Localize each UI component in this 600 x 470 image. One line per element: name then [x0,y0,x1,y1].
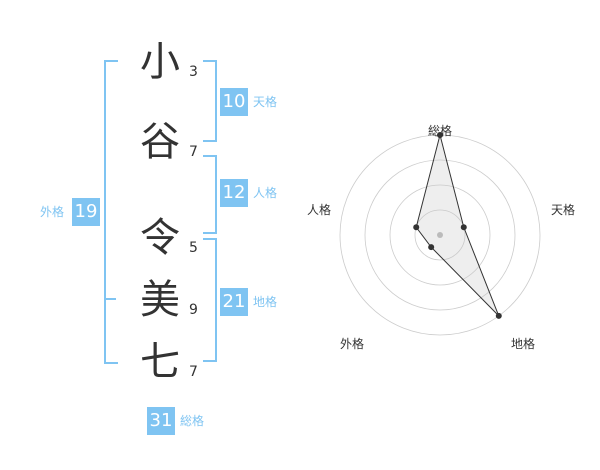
stroke-count-3: 5 [189,240,198,256]
radar-point-4 [413,224,420,231]
name-char-2: 谷 [140,119,180,165]
chikaku-bracket [203,238,217,362]
radar-axis-label-tenkaku: 天格 [550,203,575,217]
radar-point-2 [495,312,502,319]
radar-ring-2 [389,184,491,286]
radar-center [437,232,443,238]
jinkaku-value: 12 [220,179,248,207]
chikaku-value: 21 [220,288,248,316]
gaikaku-label: 外格 [40,205,65,219]
radar-axis-label-soukaku: 総格 [427,124,452,138]
name-char-3: 令 [140,215,180,261]
radar-point-3 [428,244,435,251]
jinkaku-bracket [203,155,217,234]
tenkaku-label: 天格 [253,95,278,109]
radar-ring-3 [364,159,516,311]
jinkaku-label: 人格 [253,186,278,200]
outer-bracket-split [104,298,116,300]
radar-ring-1 [414,209,466,261]
radar-axis-label-jinkaku: 人格 [306,203,331,217]
stroke-count-1: 3 [189,64,198,80]
radar-axis-label-gaikaku: 外格 [339,337,364,351]
soukaku-value: 31 [147,407,175,435]
radar-point-0 [437,132,443,138]
radar-polygon [415,134,500,317]
chikaku-label: 地格 [253,295,278,309]
name-char-1: 小 [140,39,180,85]
stroke-count-5: 7 [189,364,198,380]
tenkaku-value: 10 [220,88,248,116]
outer-bracket [104,60,118,364]
radar-point-1 [460,224,467,231]
name-char-5: 七 [140,339,180,385]
stroke-count-4: 9 [189,302,198,318]
radar-axis-label-chikaku: 地格 [510,337,535,351]
stroke-count-2: 7 [189,144,198,160]
name-char-4: 美 [140,277,180,323]
tenkaku-bracket [203,60,217,142]
gaikaku-value: 19 [72,198,100,226]
soukaku-label: 総格 [180,414,205,428]
